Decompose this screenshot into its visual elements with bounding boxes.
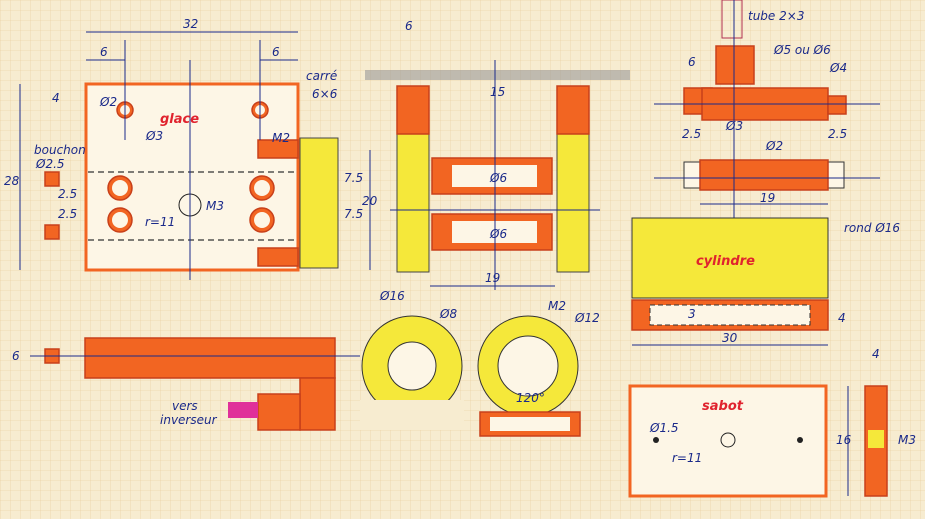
axle-views: tube 2×3 6 Ø5 ou Ø6 Ø4 Ø3 2.5 2.5 Ø2 19	[654, 0, 880, 240]
title-sabot: sabot	[702, 399, 744, 414]
dim-7-5b: 7.5	[344, 207, 363, 221]
label-d16: Ø16	[379, 289, 405, 303]
label-d3: Ø3	[145, 129, 163, 143]
dim-6-left: 6	[100, 45, 108, 59]
label-d1-5: Ø1.5	[649, 421, 679, 435]
label-m2: M2	[548, 299, 566, 313]
label-m3: M3	[206, 199, 224, 213]
side-view: 6 15 20 Ø6 Ø6 19	[362, 19, 630, 290]
dim-15: 15	[490, 85, 505, 99]
label-d8: Ø8	[439, 307, 457, 321]
label-d12: Ø12	[574, 311, 600, 325]
dim-6: 6	[688, 55, 696, 69]
dim-2-5-right: 2.5	[828, 127, 847, 141]
label-d3: Ø3	[725, 119, 743, 133]
dim-4: 4	[872, 347, 880, 361]
dim-16: 16	[836, 433, 852, 447]
title-cylindre: cylindre	[696, 254, 755, 269]
glace-part: 32 6 6 4 28 carré 6×6 glace Ø2 Ø3 M2 bou…	[4, 17, 363, 280]
dim-19: 19	[485, 271, 500, 285]
dim-2-5a: 2.5	[58, 187, 77, 201]
label-d2: Ø2	[99, 95, 117, 109]
sabot-view: sabot Ø1.5 r=11 16 4 M3	[628, 347, 916, 498]
label-r11: r=11	[145, 215, 175, 229]
dim-2-5b: 2.5	[58, 207, 77, 221]
dim-28: 28	[4, 174, 20, 188]
label-r11: r=11	[672, 451, 702, 465]
label-m3: M3	[898, 433, 916, 447]
label-carre: carré	[306, 69, 337, 83]
label-tube: tube 2×3	[748, 9, 804, 23]
label-d5: Ø5 ou Ø6	[773, 43, 831, 57]
dim-6-right: 6	[272, 45, 280, 59]
label-rond: rond Ø16	[844, 221, 900, 235]
label-bouchon: bouchon	[34, 143, 86, 157]
bottom-view: 6 vers inverseur	[12, 337, 360, 431]
dim-4: 4	[52, 91, 60, 105]
dim-3: 3	[688, 307, 696, 321]
dim-6: 6	[405, 19, 413, 33]
title-glace: glace	[160, 112, 199, 127]
label-d4: Ø4	[829, 61, 847, 75]
label-bouchon-d: Ø2.5	[35, 157, 65, 171]
dim-32: 32	[183, 17, 198, 31]
label-d6b: Ø6	[489, 227, 507, 241]
dim-20: 20	[362, 194, 378, 208]
label-vers: vers	[172, 399, 198, 413]
cylinder-view: cylindre rond Ø16 4 3 30	[631, 217, 900, 346]
label-d6a: Ø6	[489, 171, 507, 185]
label-120deg: 120°	[516, 391, 545, 405]
label-carre-size: 6×6	[312, 87, 338, 101]
dim-30: 30	[722, 331, 738, 345]
label-m2: M2	[272, 131, 290, 145]
dim-6: 6	[12, 349, 20, 363]
dim-2-5-left: 2.5	[682, 127, 701, 141]
dim-19: 19	[760, 191, 775, 205]
dim-7-5a: 7.5	[344, 171, 363, 185]
dim-4: 4	[838, 311, 846, 325]
label-d2: Ø2	[765, 139, 783, 153]
rings-view: Ø16 Ø8 M2 Ø12 120°	[360, 289, 600, 437]
label-inverseur: inverseur	[160, 413, 218, 427]
